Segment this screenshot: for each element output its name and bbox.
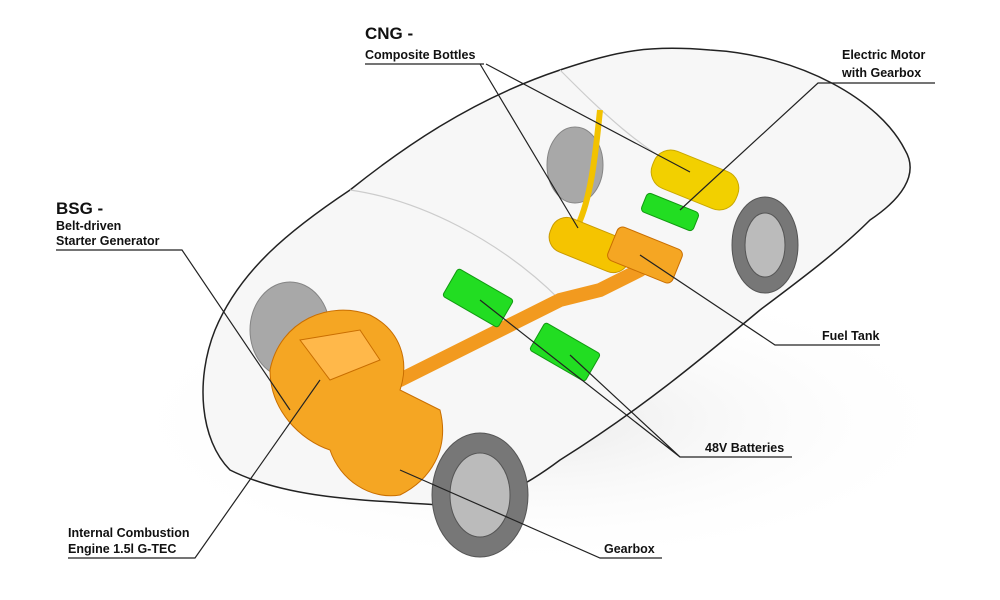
batteries-leader <box>479 299 792 458</box>
fuel-tank <box>607 226 683 284</box>
cng-bottle-rear <box>650 149 740 211</box>
gearbox-label: Gearbox <box>604 542 655 556</box>
cng-filler-pipe <box>575 109 603 227</box>
fuel-tank-label: Fuel Tank <box>822 329 880 343</box>
ice-label-2: Engine 1.5l G-TEC <box>68 542 177 556</box>
bsg-leader <box>56 249 291 411</box>
electric-motor <box>640 192 700 232</box>
motor-label-2: with Gearbox <box>842 66 922 80</box>
motor-label-1: Electric Motor <box>842 48 926 62</box>
exhaust-pipe <box>393 263 647 387</box>
cng-leader <box>365 63 691 229</box>
cng-subtitle: Composite Bottles <box>365 48 476 62</box>
bsg-label-2: Starter Generator <box>56 234 160 248</box>
cng-title: CNG - <box>365 24 414 43</box>
ice-leader <box>68 379 321 559</box>
batteries-label: 48V Batteries <box>705 441 785 455</box>
engine <box>269 309 444 497</box>
ice-label-1: Internal Combustion <box>68 526 190 540</box>
wheels <box>249 126 799 558</box>
gearbox-leader <box>399 469 662 559</box>
bsg-label-1: Belt-driven <box>56 219 122 233</box>
fuel-tank-leader <box>639 254 880 346</box>
leader-lines <box>56 63 935 559</box>
bsg-title: BSG - <box>56 199 104 218</box>
motor-leader <box>679 82 935 211</box>
